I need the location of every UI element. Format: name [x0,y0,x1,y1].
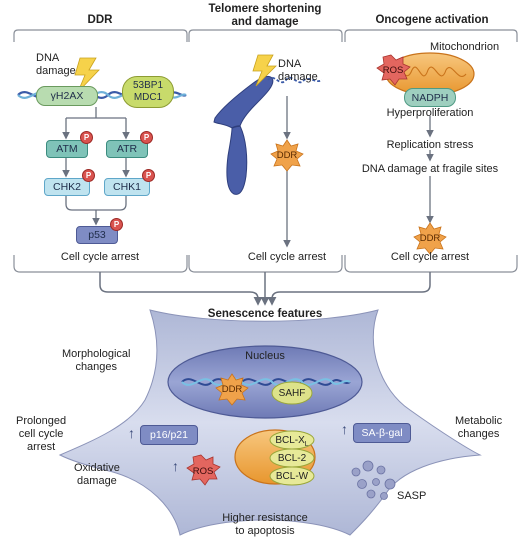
p53-box: p53 [76,226,118,244]
atr-phospho-badge: P [140,131,153,144]
oncogene-ros-burst [376,54,411,86]
ddr-pathway-arrows [62,107,130,226]
nucleus-label: Nucleus [245,350,285,362]
ddr-outcome: Cell cycle arrest [60,251,140,263]
nucleus-ddr-label: DDR [221,384,243,395]
metabolic-changes-label: Metabolic changes [455,415,503,440]
ros-up-arrow-icon: ↑ [172,458,179,474]
nucleus-shape [167,345,363,419]
p53-phospho-badge: P [110,218,123,231]
telomere-lightning-icon [252,54,277,87]
sagal-up-arrow-icon: ↑ [341,421,348,437]
cell-ros-label: ROS [192,466,214,477]
resistance-apoptosis-label: Higher resistance to apoptosis [222,512,308,537]
bclxl-label: BCL-XL [275,435,309,448]
nucleus-dna-helix [181,378,351,386]
sahf-label: SAHF [278,388,306,399]
sahf-bubble [271,381,313,405]
sasp-label: SASP [397,490,427,502]
sa-beta-gal-box: SA-β-gal [353,423,411,443]
replication-stress-label: Replication stress [386,139,474,151]
bcl2-label: BCL-2 [277,453,307,464]
nadph-bubble: NADPH [404,88,456,107]
atr-box: ATR [106,140,148,158]
telomere-dna-damage-label: DNA damage [278,58,318,83]
cell-ros-burst [186,454,221,486]
p16-p21-box: p16/p21 [140,425,198,445]
53bp1-mdc1-bubble: 53BP1 MDC1 [122,76,174,108]
ddr-lightning-icon [74,57,100,93]
atm-phospho-badge: P [80,131,93,144]
oncogene-ros-label: ROS [382,65,404,76]
mdc1-label: MDC1 [133,92,163,103]
oxidative-damage-label: Oxidative damage [74,462,120,487]
hyperproliferation-label: Hyperproliferation [386,107,474,119]
telomere-dna-strand [267,76,323,84]
ddr-dna-damage-label: DNA damage [36,52,76,77]
chk2-box: CHK2 [44,178,90,196]
chk2-phospho-badge: P [82,169,95,182]
chk1-box: CHK1 [104,178,150,196]
53bp1-label: 53BP1 [132,80,164,91]
mitochondrion-label: Mitochondrion [430,41,500,53]
telomere-outcome: Cell cycle arrest [247,251,327,263]
telomere-ddr-label: DDR [276,150,298,161]
atm-box: ATM [46,140,88,158]
h2ax-bubble: γH2AX [36,86,98,106]
chromosome-icon [213,75,274,195]
morphological-changes-label: Morphological changes [62,348,131,373]
p16-up-arrow-icon: ↑ [128,425,135,441]
oncogene-ddr-label: DDR [419,233,441,244]
bclw-label: BCL-W [275,471,309,482]
panel-oncogene-frame [344,29,518,273]
ddr-title: DDR [87,14,113,26]
converge-arrows [99,272,431,306]
fragile-sites-label: DNA damage at fragile sites [361,163,499,175]
oncogene-ddr-star [413,222,447,255]
senescence-title: Senescence features [207,308,323,320]
oncogene-title: Oncogene activation [375,14,489,26]
nucleus-ddr-star [215,373,249,406]
oncogene-outcome: Cell cycle arrest [390,251,470,263]
chk1-phospho-badge: P [142,169,155,182]
sasp-vesicles [351,460,396,500]
telomere-ddr-star [270,139,304,172]
telomere-title: Telomere shortening and damage [208,3,322,28]
bclw-bubble [269,466,315,486]
prolonged-arrest-label: Prolonged cell cycle arrest [16,415,67,453]
